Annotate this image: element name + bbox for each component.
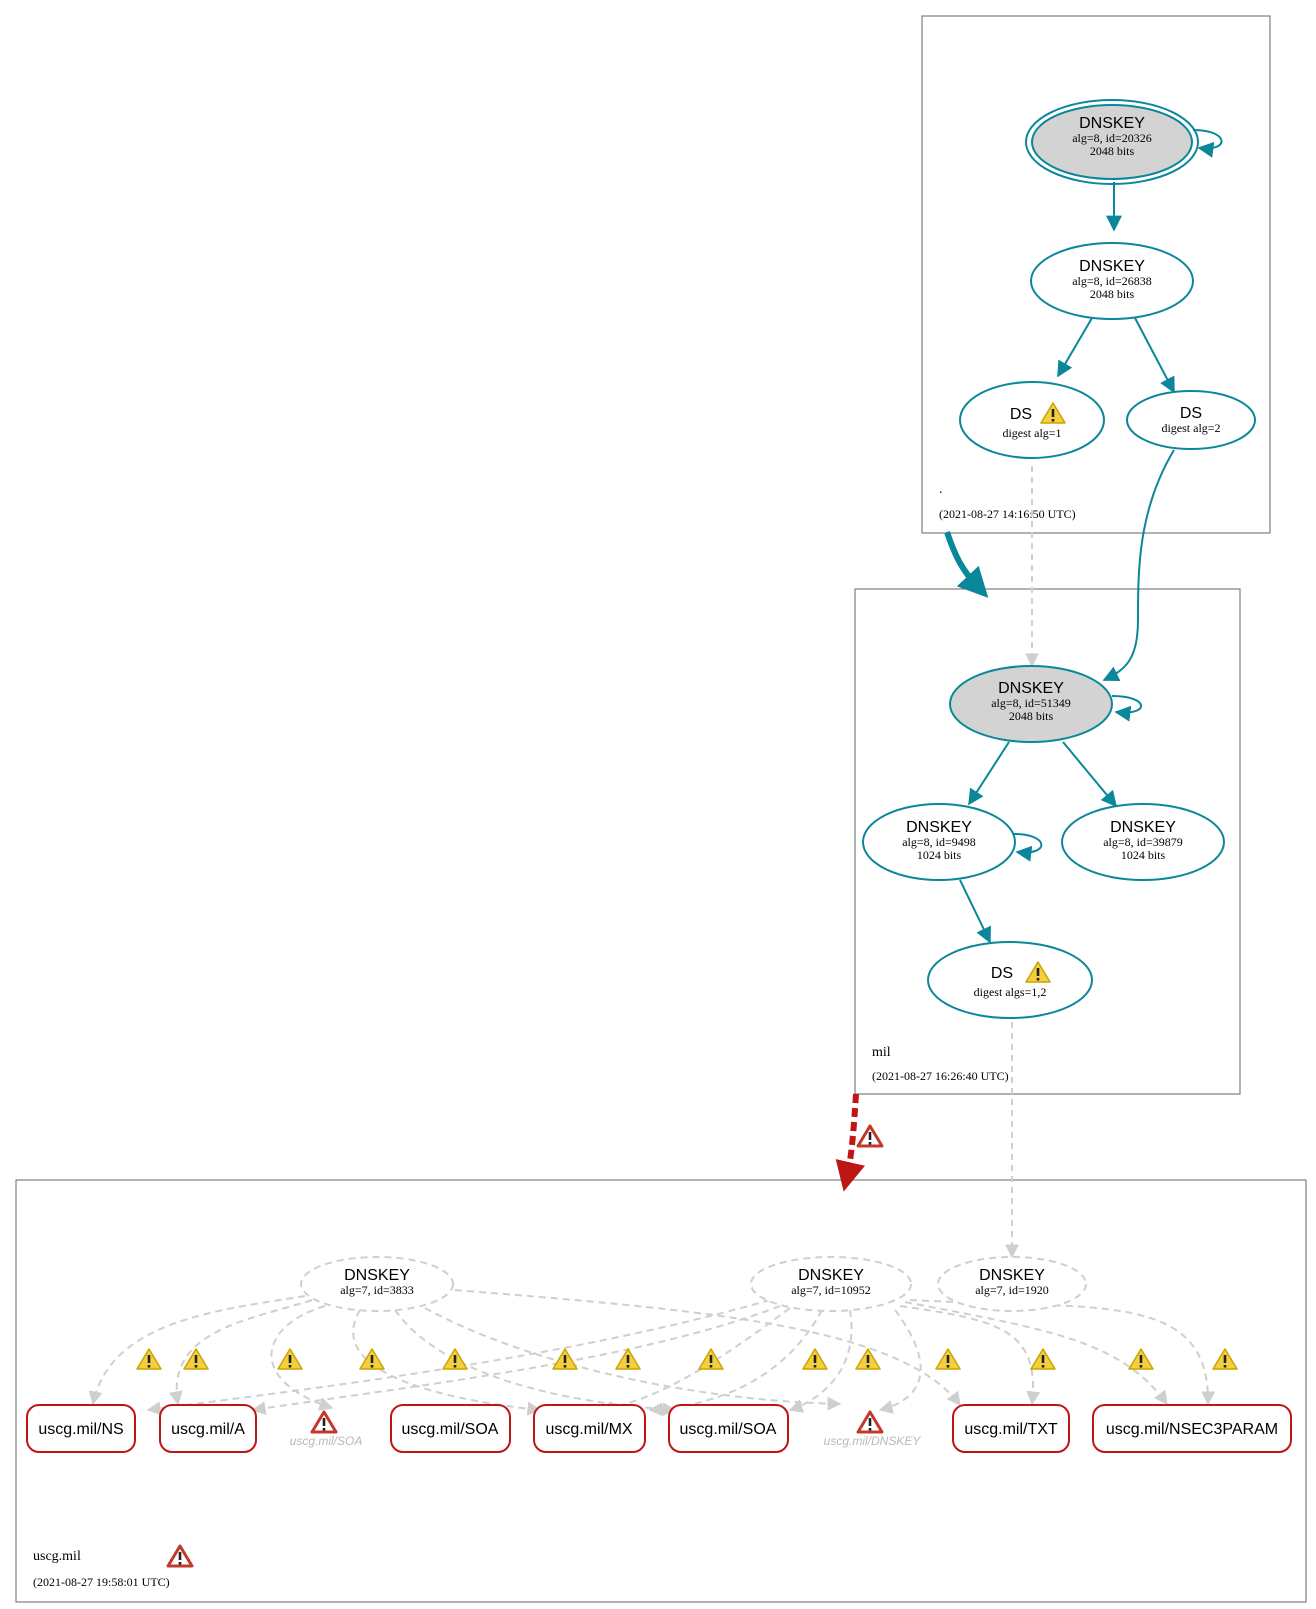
node-detail: alg=7, id=3833 bbox=[340, 1283, 414, 1297]
node-detail: alg=8, id=26838 bbox=[1072, 274, 1152, 288]
node-detail: digest alg=1 bbox=[1002, 426, 1061, 440]
node-detail: alg=8, id=39879 bbox=[1103, 835, 1183, 849]
ghost-rrset-dnskey[interactable]: uscg.mil/DNSKEY bbox=[824, 1410, 922, 1448]
error-icon bbox=[310, 1410, 338, 1434]
rrset-uscg-a[interactable]: uscg.mil/A bbox=[159, 1404, 257, 1453]
node-detail: 2048 bits bbox=[1090, 287, 1135, 301]
delegation-mil-to-uscg bbox=[835, 1093, 865, 1192]
rrset-uscg-soa-1[interactable]: uscg.mil/SOA bbox=[390, 1404, 511, 1453]
node-mil-zsk-39879[interactable]: DNSKEY alg=8, id=39879 1024 bits bbox=[1061, 803, 1225, 881]
node-root-ds-alg1[interactable]: DS digest alg=1 bbox=[959, 381, 1105, 459]
zone-root: . (2021-08-27 14:16:50 UTC) bbox=[921, 15, 1271, 534]
warning-icon bbox=[698, 1348, 724, 1370]
node-title: DNSKEY bbox=[1110, 819, 1176, 836]
rrset-uscg-mx[interactable]: uscg.mil/MX bbox=[533, 1404, 646, 1453]
warning-icon bbox=[615, 1348, 641, 1370]
node-detail: 2048 bits bbox=[1009, 709, 1054, 723]
rrset-uscg-ns[interactable]: uscg.mil/NS bbox=[26, 1404, 136, 1453]
warning-icon bbox=[1030, 1348, 1056, 1370]
node-root-zsk[interactable]: DNSKEY alg=8, id=26838 2048 bits bbox=[1030, 242, 1194, 320]
zone-uscg-error-icon bbox=[166, 1544, 194, 1568]
delegation-error-icon bbox=[856, 1124, 884, 1148]
zone-mil: mil (2021-08-27 16:26:40 UTC) bbox=[854, 588, 1241, 1095]
rrset-uscg-txt[interactable]: uscg.mil/TXT bbox=[952, 1404, 1070, 1453]
node-detail: alg=8, id=9498 bbox=[902, 835, 976, 849]
zone-uscg-timestamp: (2021-08-27 19:58:01 UTC) bbox=[33, 1575, 170, 1589]
node-mil-zsk-9498[interactable]: DNSKEY alg=8, id=9498 1024 bits bbox=[862, 803, 1016, 881]
edge-ds2-to-mil-ksk bbox=[1102, 449, 1175, 682]
ghost-rrset-soa[interactable]: uscg.mil/SOA bbox=[290, 1410, 363, 1448]
warning-icon bbox=[183, 1348, 209, 1370]
node-detail: alg=7, id=1920 bbox=[975, 1283, 1049, 1297]
rrset-uscg-nsec3param[interactable]: uscg.mil/NSEC3PARAM bbox=[1092, 1404, 1292, 1453]
node-detail: digest algs=1,2 bbox=[974, 985, 1047, 999]
rrset-label: uscg.mil/MX bbox=[545, 1421, 632, 1438]
node-root-ds-alg2[interactable]: DS digest alg=2 bbox=[1126, 390, 1256, 450]
zone-uscg-name: uscg.mil bbox=[33, 1549, 81, 1564]
node-detail: alg=8, id=51349 bbox=[991, 696, 1071, 710]
node-detail: alg=7, id=10952 bbox=[791, 1283, 871, 1297]
node-title: DS bbox=[1180, 405, 1202, 422]
warning-icon bbox=[855, 1348, 881, 1370]
node-detail: 1024 bits bbox=[917, 848, 962, 862]
warning-icon bbox=[802, 1348, 828, 1370]
zone-uscg: uscg.mil (2021-08-27 19:58:01 UTC) bbox=[15, 1179, 1307, 1603]
node-title: DNSKEY bbox=[344, 1267, 410, 1284]
node-title: DS bbox=[1010, 406, 1032, 423]
zone-mil-timestamp: (2021-08-27 16:26:40 UTC) bbox=[872, 1069, 1009, 1083]
zone-root-name: . bbox=[939, 482, 943, 497]
warning-icon bbox=[136, 1348, 162, 1370]
error-icon bbox=[856, 1410, 884, 1434]
node-detail: alg=8, id=20326 bbox=[1072, 131, 1152, 145]
warning-icon bbox=[359, 1348, 385, 1370]
node-title: DNSKEY bbox=[798, 1267, 864, 1284]
warning-icon bbox=[552, 1348, 578, 1370]
rrset-uscg-soa-2[interactable]: uscg.mil/SOA bbox=[668, 1404, 789, 1453]
node-title: DNSKEY bbox=[906, 819, 972, 836]
node-mil-ksk[interactable]: DNSKEY alg=8, id=51349 2048 bits bbox=[949, 665, 1113, 743]
node-uscg-key-10952[interactable]: DNSKEY alg=7, id=10952 bbox=[750, 1256, 912, 1312]
zone-mil-name: mil bbox=[872, 1045, 891, 1060]
warning-icon bbox=[277, 1348, 303, 1370]
node-title: DNSKEY bbox=[979, 1267, 1045, 1284]
node-mil-ds[interactable]: DS digest algs=1,2 bbox=[927, 941, 1093, 1019]
node-title: DNSKEY bbox=[998, 680, 1064, 697]
ghost-rrset-label: uscg.mil/SOA bbox=[290, 1434, 363, 1448]
node-title: DS bbox=[991, 965, 1013, 982]
node-detail: digest alg=2 bbox=[1161, 421, 1220, 435]
rrset-label: uscg.mil/SOA bbox=[402, 1421, 499, 1438]
ghost-rrset-label: uscg.mil/DNSKEY bbox=[824, 1434, 922, 1448]
delegation-root-to-mil bbox=[944, 531, 989, 598]
warning-icon bbox=[1212, 1348, 1238, 1370]
zone-root-timestamp: (2021-08-27 14:16:50 UTC) bbox=[939, 507, 1076, 521]
node-title: DNSKEY bbox=[1079, 258, 1145, 275]
warning-icon bbox=[442, 1348, 468, 1370]
uscg-edge-warnings bbox=[136, 1348, 1238, 1370]
node-uscg-key-3833[interactable]: DNSKEY alg=7, id=3833 bbox=[300, 1256, 454, 1312]
node-title: DNSKEY bbox=[1079, 115, 1145, 132]
rrset-label: uscg.mil/NS bbox=[38, 1421, 123, 1438]
warning-icon bbox=[1128, 1348, 1154, 1370]
rrset-label: uscg.mil/A bbox=[171, 1421, 245, 1438]
mil-edges bbox=[959, 695, 1142, 944]
rrset-label: uscg.mil/SOA bbox=[680, 1421, 777, 1438]
node-detail: 2048 bits bbox=[1090, 144, 1135, 158]
rrset-label: uscg.mil/TXT bbox=[964, 1421, 1058, 1438]
rrset-label: uscg.mil/NSEC3PARAM bbox=[1106, 1421, 1278, 1438]
warning-icon bbox=[935, 1348, 961, 1370]
node-detail: 1024 bits bbox=[1121, 848, 1166, 862]
node-root-ksk[interactable]: DNSKEY alg=8, id=20326 2048 bits bbox=[1025, 99, 1199, 185]
root-edges bbox=[1057, 129, 1223, 394]
node-uscg-key-1920[interactable]: DNSKEY alg=7, id=1920 bbox=[937, 1256, 1087, 1312]
